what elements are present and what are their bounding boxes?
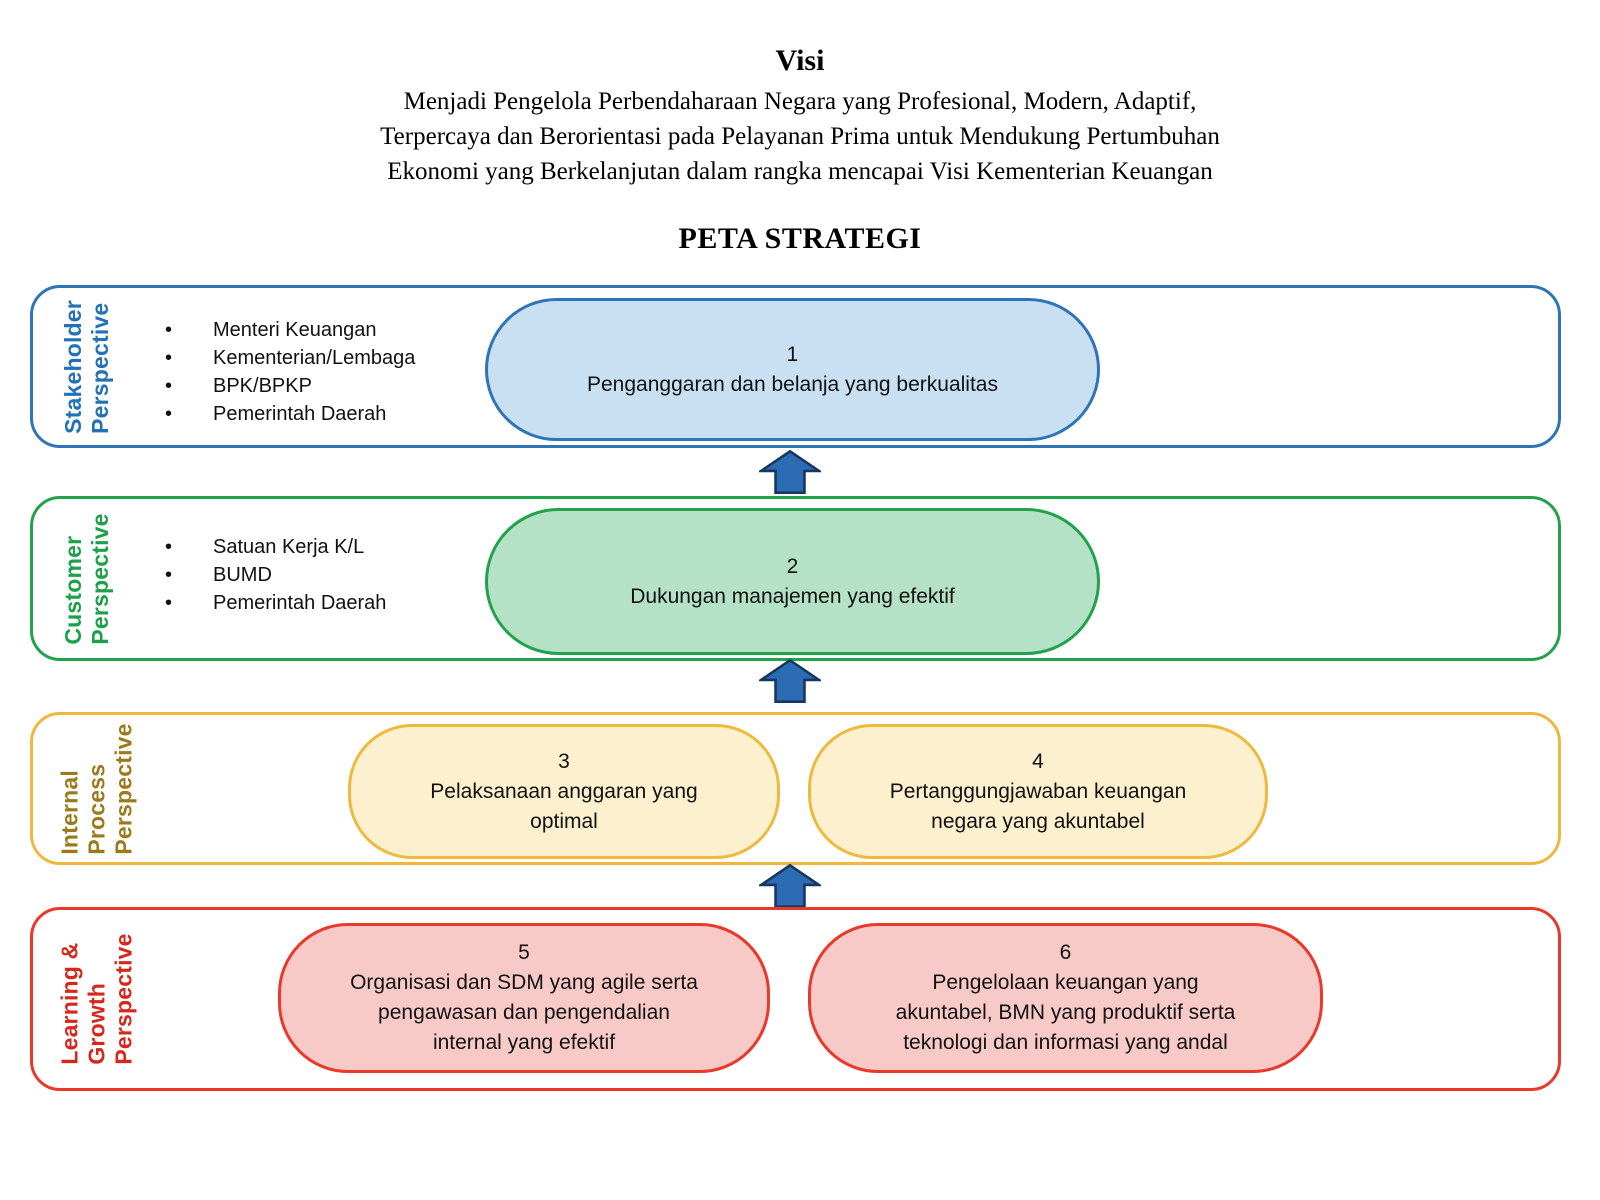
up-arrow-icon [759,449,821,494]
customer-perspective-label: Customer Perspective [59,512,113,645]
vision-statement: Menjadi Pengelola Perbendaharaan Negara … [0,84,1600,189]
strategy-pill-5: 5 Organisasi dan SDM yang agile serta pe… [278,923,770,1073]
strategy-pill-4: 4 Pertanggungjawaban keuangan negara yan… [808,724,1268,859]
stakeholder-bullet-list: Menteri Keuangan Kementerian/Lembaga BPK… [165,316,415,428]
pill-number: 5 [518,941,530,964]
pill-label: Dukungan manajemen yang efektif [630,584,955,608]
pill-number: 4 [1032,749,1044,773]
learning-growth-perspective-row: Learning & Growth Perspective 5 Organisa… [30,907,1561,1091]
vision-line: Terpercaya dan Berorientasi pada Pelayan… [380,123,1220,150]
bullet-item: Menteri Keuangan [165,316,415,344]
strategy-pill-6: 6 Pengelolaan keuangan yang akuntabel, B… [808,923,1323,1073]
pill-label: Pelaksanaan anggaran yang optimal [430,779,698,833]
pill-number: 2 [786,554,799,578]
bullet-item: Kementerian/Lembaga [165,344,415,372]
bullet-item: Pemerintah Daerah [165,589,386,617]
strategy-pill-2: 2 Dukungan manajemen yang efektif [485,508,1100,655]
bullet-item: BPK/BPKP [165,372,415,400]
bullet-item: Satuan Kerja K/L [165,533,386,561]
learning-growth-perspective-label: Learning & Growth Perspective [56,933,137,1065]
vision-line: Menjadi Pengelola Perbendaharaan Negara … [403,88,1197,115]
stakeholder-perspective-label: Stakeholder Perspective [59,299,113,434]
bullet-item: Pemerintah Daerah [165,400,415,428]
pill-number: 1 [786,342,799,366]
pill-number: 6 [1059,941,1072,964]
customer-perspective-row: Customer Perspective Satuan Kerja K/L BU… [30,496,1561,661]
stakeholder-perspective-row: Stakeholder Perspective Menteri Keuangan… [30,285,1561,448]
vision-line: Ekonomi yang Berkelanjutan dalam rangka … [387,158,1213,185]
up-arrow-icon [759,863,821,908]
strategy-map-title: PETA STRATEGI [678,222,922,255]
customer-bullet-list: Satuan Kerja K/L BUMD Pemerintah Daerah [165,533,386,617]
pill-label: Penganggaran dan belanja yang berkualita… [587,372,998,396]
pill-label: Pengelolaan keuangan yang akuntabel, BMN… [895,971,1236,1054]
pill-number: 3 [558,749,570,773]
vision-title: Visi [775,44,825,77]
strategy-pill-1: 1 Penganggaran dan belanja yang berkuali… [485,298,1100,441]
bullet-item: BUMD [165,561,386,589]
pill-label: Organisasi dan SDM yang agile serta peng… [350,971,698,1054]
pill-label: Pertanggungjawaban keuangan negara yang … [889,779,1187,833]
internal-process-perspective-row: Internal Process Perspective 3 Pelaksana… [30,712,1561,865]
up-arrow-icon [759,658,821,703]
internal-process-perspective-label: Internal Process Perspective [56,722,137,855]
strategy-pill-3: 3 Pelaksanaan anggaran yang optimal [348,724,780,859]
